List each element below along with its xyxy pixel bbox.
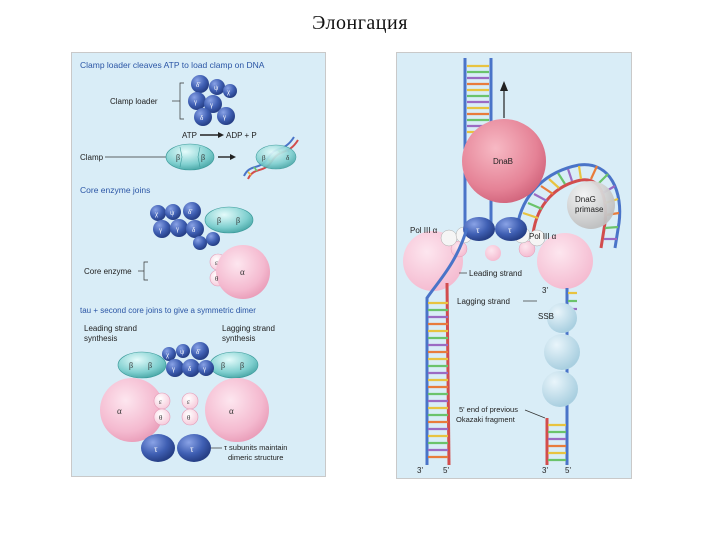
pol3-alpha-right <box>537 233 593 289</box>
greek-label: δ' <box>188 208 193 216</box>
greek-label: ε <box>159 398 162 406</box>
end-label: 3' <box>542 466 548 475</box>
greek-label: γ <box>202 365 206 373</box>
greek-label: β <box>201 153 205 162</box>
greek-label: δ <box>286 154 290 162</box>
greek-label: γ <box>209 101 213 109</box>
three-prime-mid: 3' <box>542 286 548 295</box>
leading-strand-duplex <box>425 227 469 466</box>
leading-strand-label: Leading strand <box>469 269 522 278</box>
pol-left-label: Pol III α <box>410 226 438 235</box>
tau-left-label: τ <box>476 225 480 235</box>
dnab-label: DnaB <box>493 157 513 166</box>
greek-label: θ <box>159 414 163 422</box>
end-label: 3' <box>417 466 423 475</box>
greek-label: τ <box>190 444 194 454</box>
clamp-loader-figure: Clamp loader cleaves ATP to load clamp o… <box>71 52 326 477</box>
section2-heading: Core enzyme joins <box>80 185 150 195</box>
slide-title: Элонгация <box>312 12 408 34</box>
greek-label: γ <box>175 225 179 233</box>
greek-label: β <box>240 361 244 370</box>
adp-text: ADP + P <box>226 131 257 140</box>
greek-label: χ <box>155 210 159 218</box>
greek-label: β <box>129 361 133 370</box>
end-label: 5' <box>443 466 449 475</box>
greek-label: β <box>221 361 225 370</box>
replication-fork-figure: DnaB DnaG primase τ τ Pol III α Pol III … <box>396 52 632 479</box>
dnab-helicase <box>462 119 546 203</box>
greek-label: ψ <box>170 209 175 217</box>
loop-base-pairs <box>522 165 620 241</box>
greek-label: β <box>236 216 240 225</box>
greek-label: δ' <box>196 81 201 89</box>
tau-right <box>495 217 527 241</box>
greek-label: α <box>229 406 234 416</box>
greek-label: δ <box>192 226 196 234</box>
greek-label: δ' <box>196 348 201 356</box>
greek-label: δ <box>200 114 204 122</box>
section1-heading: Clamp loader cleaves ATP to load clamp o… <box>80 60 265 70</box>
greek-label: θ <box>215 275 219 283</box>
tau-note: dimeric structure <box>228 453 283 462</box>
pol-right-label: Pol III α <box>529 232 557 241</box>
greek-label: γ <box>171 365 175 373</box>
loop-template-strand <box>515 163 622 249</box>
clamp-loader-diagram: Clamp loader cleaves ATP to load clamp o… <box>80 60 299 462</box>
greek-label: ε <box>187 398 190 406</box>
greek-label: δ <box>188 365 192 373</box>
dnag-label: DnaG <box>575 195 596 204</box>
clamp-loader-complex: δ' ψ χ γ γ δ γ <box>188 75 237 126</box>
symmetric-dimer: β β β β χ ψ δ' γ δ γ α α ε θ ε θ τ τ <box>100 342 269 462</box>
greek-label: γ <box>193 98 197 106</box>
greek-label: α <box>117 406 122 416</box>
greek-label: γ <box>158 226 162 234</box>
section3-heading: tau + second core joins to give a symmet… <box>80 306 256 315</box>
tau-left <box>463 217 495 241</box>
clamp-loader-subunits <box>440 226 546 261</box>
clamp-loader-label: Clamp loader <box>110 97 158 106</box>
core-enzyme-label: Core enzyme <box>84 267 132 276</box>
greek-label: β <box>262 154 266 162</box>
greek-label: ψ <box>214 84 219 92</box>
greek-label: χ <box>166 351 170 359</box>
greek-label: θ <box>187 414 191 422</box>
atp-text: ATP <box>182 131 197 140</box>
sliding-clamp-open: β β <box>165 143 215 171</box>
greek-label: ψ <box>180 348 185 356</box>
dnag-label: primase <box>575 205 604 214</box>
leading-synthesis-label: synthesis <box>84 334 117 343</box>
greek-label: χ <box>227 88 231 96</box>
core-complex: χ ψ δ' γ γ δ β β ε θ α <box>150 202 270 299</box>
clamp-label: Clamp <box>80 153 104 162</box>
leading-synthesis-label: Leading strand <box>84 324 137 333</box>
greek-label: ε <box>215 259 218 267</box>
dnag-primase <box>567 181 615 229</box>
lagging-synthesis-label: Lagging strand <box>222 324 275 333</box>
greek-label: β <box>176 153 180 162</box>
replication-fork-diagram: DnaB DnaG primase τ τ Pol III α Pol III … <box>403 58 622 475</box>
tau-right-label: τ <box>508 225 512 235</box>
greek-label: α <box>240 267 245 277</box>
ssb-proteins <box>542 303 580 407</box>
greek-label: β <box>217 216 221 225</box>
okazaki-label: 5' end of previous <box>459 405 518 414</box>
greek-label: γ <box>222 113 226 121</box>
ssb-label: SSB <box>538 312 554 321</box>
greek-label: β <box>148 361 152 370</box>
greek-label: τ <box>154 444 158 454</box>
tau-note: τ subunits maintain <box>224 443 287 452</box>
lagging-strand-label: Lagging strand <box>457 297 510 306</box>
clamp-on-dna: β δ <box>243 136 299 180</box>
okazaki-label: Okazaki fragment <box>456 415 516 424</box>
end-label: 5' <box>565 466 571 475</box>
lagging-synthesis-label: synthesis <box>222 334 255 343</box>
